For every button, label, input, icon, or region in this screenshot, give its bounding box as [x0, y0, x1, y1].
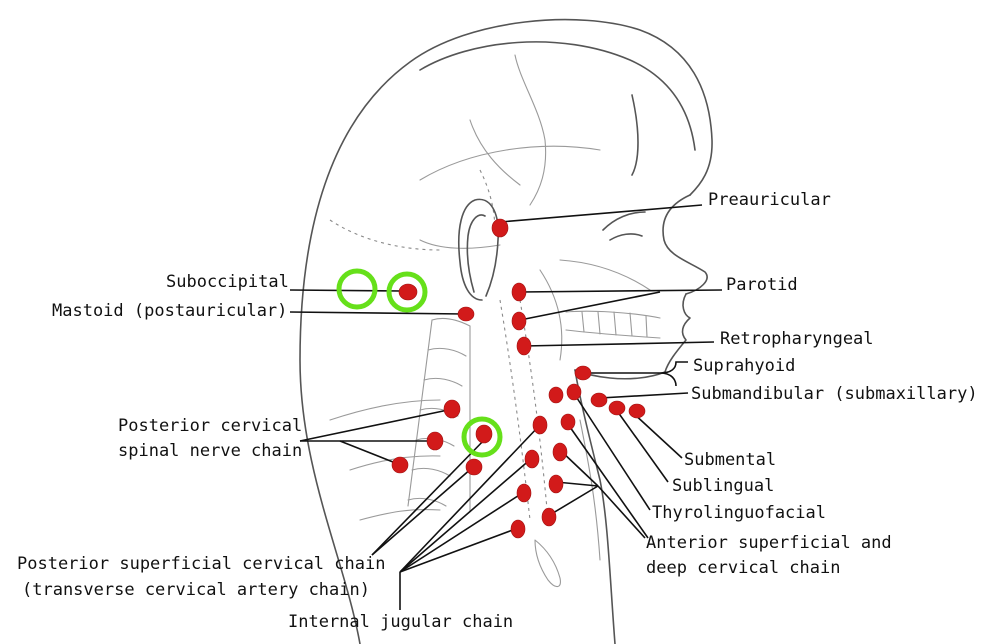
- label-posterior-superficial-1: Posterior superficial cervical chain: [17, 554, 385, 574]
- label-posterior-superficial-2: (transverse cervical artery chain): [22, 580, 370, 600]
- node-posterior-superficial-1: [476, 425, 492, 443]
- node-retropharyngeal: [517, 337, 531, 355]
- node-anterior-cervical-1: [561, 414, 575, 430]
- node-jugular-1: [533, 416, 547, 434]
- label-suprahyoid: Suprahyoid: [693, 356, 795, 376]
- node-submandibular-1: [591, 393, 607, 407]
- label-suboccipital: Suboccipital: [166, 272, 289, 292]
- node-mastoid: [458, 307, 474, 321]
- node-submandibular-2: [609, 401, 625, 415]
- label-posterior-cervical-1: Posterior cervical: [118, 416, 302, 436]
- highlight-ring-suboccipital-left: [339, 271, 375, 307]
- node-anterior-cervical-2: [553, 443, 567, 461]
- node-jugular-2: [525, 450, 539, 468]
- label-posterior-cervical-2: spinal nerve chain: [118, 441, 302, 461]
- node-preauricular: [492, 219, 508, 237]
- label-submental: Submental: [684, 450, 776, 470]
- label-sublingual: Sublingual: [672, 476, 774, 496]
- node-anterior-cervical-3: [549, 475, 563, 493]
- label-internal-jugular: Internal jugular chain: [288, 612, 513, 632]
- node-posterior-cervical-3: [392, 457, 408, 473]
- label-anterior-superficial-1: Anterior superficial and: [646, 533, 892, 553]
- node-posterior-cervical-2: [427, 432, 443, 450]
- label-anterior-superficial-2: deep cervical chain: [646, 558, 840, 578]
- node-suprahyoid: [575, 366, 591, 380]
- node-suboccipital: [399, 284, 417, 300]
- node-anterior-cervical-4: [542, 508, 556, 526]
- node-posterior-superficial-2: [466, 459, 482, 475]
- label-retropharyngeal: Retropharyngeal: [720, 329, 874, 349]
- label-parotid: Parotid: [726, 275, 798, 295]
- node-thyrolinguofacial-2: [567, 384, 581, 400]
- node-jugular-4: [511, 520, 525, 538]
- label-submandibular: Submandibular (submaxillary): [691, 384, 978, 404]
- node-thyrolinguofacial-1: [549, 387, 563, 403]
- node-jugular-3: [517, 484, 531, 502]
- node-submandibular-3: [629, 404, 645, 418]
- label-mastoid: Mastoid (postauricular): [52, 301, 287, 321]
- node-parotid-1: [512, 283, 526, 301]
- node-posterior-cervical-1: [444, 400, 460, 418]
- node-parotid-2: [512, 312, 526, 330]
- label-thyrolinguofacial: Thyrolinguofacial: [652, 503, 826, 523]
- label-preauricular: Preauricular: [708, 190, 831, 210]
